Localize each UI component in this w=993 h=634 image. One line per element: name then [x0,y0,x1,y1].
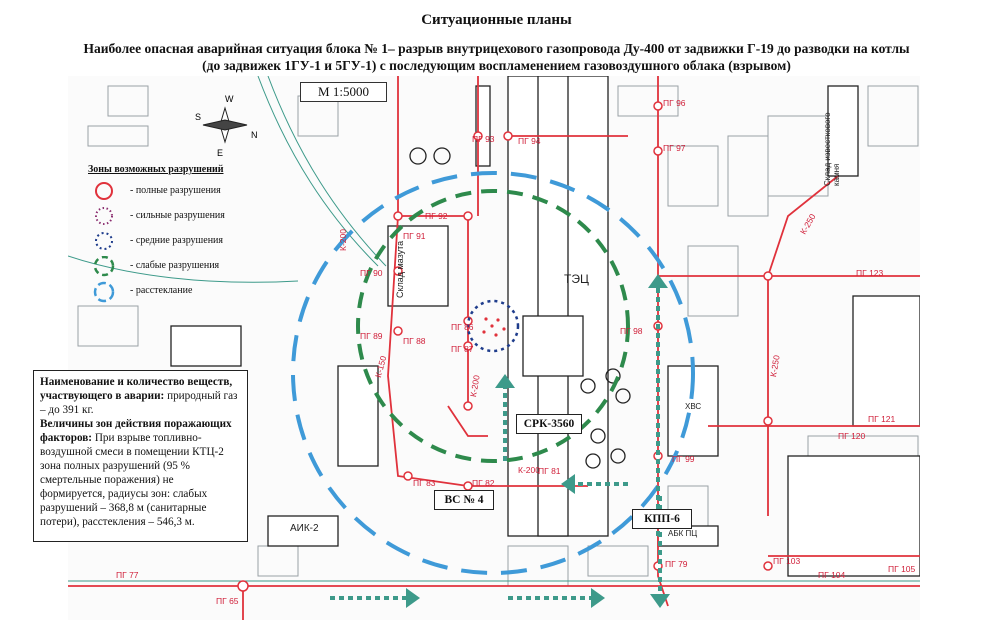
pg-label: ПГ 123 [856,268,884,278]
info-zones-text: При взрыве топливно-воздушной смеси в по… [40,432,224,528]
pg-label: ПГ 82 [472,478,495,488]
kpp-label: КПП-6 [632,509,692,529]
legend: Зоны возможных разрушений - полные разру… [88,164,288,306]
legend-item-glass: - расстеклание [88,281,288,306]
main-buildings [170,76,920,577]
pg-label: ПГ 92 [425,211,448,221]
legend-label: - расстеклание [130,285,193,296]
pg-label: ПГ 105 [888,564,916,574]
pg-label: ПГ 121 [868,414,896,424]
pg-label: ПГ 81 [538,466,561,476]
pg-label: ПГ 96 [663,98,686,108]
legend-label: - сильные разрушения [130,210,225,221]
legend-item-medium: - средние разрушения [88,231,288,256]
pg-label: ПГ 94 [518,136,541,146]
pg-label: ПГ 91 [403,231,426,241]
pg-label: ПГ 90 [360,268,383,278]
map-scale: М 1:5000 [300,82,387,102]
zone-medium-destruction [466,299,520,353]
accident-info-box: Наименование и количество веществ, участ… [33,370,248,542]
pg-label: ПГ 93 [472,134,495,144]
pg-label: ПГ 120 [838,431,866,441]
pg-label: ПГ 98 [620,326,643,336]
zone-weak-destruction [356,189,630,463]
legend-item-weak: - слабые разрушения [88,256,288,281]
map-drawing [68,76,920,620]
pg-label: ПГ 103 [773,556,801,566]
evacuation-routes [330,286,662,600]
tanks [409,147,631,469]
legend-swatch-weak [93,256,115,277]
pg-label: ПГ 99 [672,454,695,464]
tec-label: ТЭЦ [564,272,589,286]
roads-layer [68,76,920,582]
compass-rose-icon: S W N E [195,94,258,158]
pg-label: ПГ 88 [403,336,426,346]
mazut-storage-label: Склад мазута [395,240,405,298]
legend-item-strong: - сильные разрушения [88,206,288,231]
aik-label: АИК-2 [290,523,319,534]
lime-storage-label: Склад известкового камня [823,112,841,186]
info-heading-substance: Наименование и количество веществ, участ… [40,376,233,402]
pg-label: ПГ 83 [413,478,436,488]
srk-label: СРК-3560 [516,414,582,434]
hvs-label: ХВС [685,402,702,411]
legend-swatch-glass [93,281,115,303]
pg-label: ПГ 97 [663,143,686,153]
subtitle-line-2: (до задвижек 1ГУ-1 и 5ГУ-1) с последующи… [202,58,791,73]
page-subtitle: Наиболее опасная аварийная ситуация блок… [10,40,983,74]
page-title: Ситуационные планы [421,12,572,28]
pg-label: ПГ 77 [116,570,139,580]
pg-label: ПГ 79 [665,559,688,569]
pg-label: ПГ 89 [360,331,383,341]
pg-label: ПГ 87 [451,344,474,354]
compass-w: W [225,94,234,104]
legend-label: - слабые разрушения [130,260,220,271]
abk-label: АБК ПЦ [668,529,698,538]
k-label: К-200 [338,229,348,251]
legend-label: - средние разрушения [130,235,224,246]
info-substance-text: природный газ – до 391 кг. [40,390,238,416]
compass-n: N [251,130,258,140]
compass-s: S [195,112,201,122]
pg-label: ПГ 65 [216,596,239,606]
legend-swatch-full [95,182,113,200]
vs-label: ВС № 4 [434,490,494,510]
legend-swatch-strong [95,207,113,225]
pg-label: ПГ 104 [818,570,846,580]
evacuation-arrowheads [406,274,670,608]
zone-strong-destruction [482,317,506,337]
zone-glass-breaking [291,171,695,575]
k-label: К-200 [518,465,540,475]
legend-title: Зоны возможных разрушений [88,164,224,175]
legend-swatch-medium [95,232,113,250]
info-heading-zones: Величины зон действия поражающих факторо… [40,418,232,444]
compass-e: E [217,148,223,158]
legend-item-full: - полные разрушения [88,181,288,206]
pg-label: ПГ 86 [451,322,474,332]
subtitle-line-1: Наиболее опасная аварийная ситуация блок… [83,41,910,56]
legend-label: - полные разрушения [130,185,221,196]
